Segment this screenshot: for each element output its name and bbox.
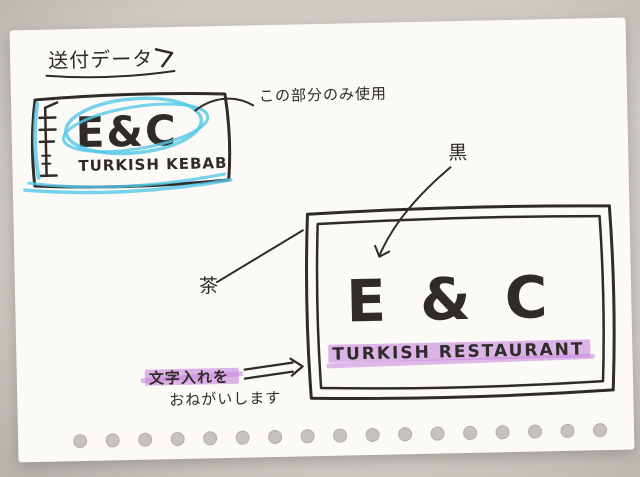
brown-connector-line xyxy=(215,229,304,284)
note-title: 送付データ xyxy=(48,46,153,72)
punch-holes-row xyxy=(73,423,608,449)
punch-hole xyxy=(333,428,348,443)
request-line1: 文字入れを xyxy=(149,368,229,388)
title-underline xyxy=(45,70,176,79)
request-line2: おねがいします xyxy=(169,389,281,409)
punch-hole xyxy=(268,429,283,444)
cyan-marker-circle xyxy=(61,96,210,156)
punch-hole xyxy=(593,423,608,438)
punch-hole xyxy=(105,433,120,448)
reference-logo-subtitle: TURKISH KEBAB xyxy=(78,154,227,175)
label-color-brown: 茶 xyxy=(199,275,218,297)
punch-hole xyxy=(203,431,218,446)
punch-hole xyxy=(398,427,413,442)
layout-box-outer-border xyxy=(305,204,616,401)
title-check-mark xyxy=(154,48,174,68)
punch-hole xyxy=(73,434,88,449)
punch-hole xyxy=(365,427,380,442)
double-arrow-right xyxy=(243,357,304,380)
punch-hole xyxy=(495,425,510,440)
punch-hole xyxy=(560,423,575,438)
punch-hole xyxy=(138,432,153,447)
annotation-use-only: この部分のみ使用 xyxy=(259,85,387,106)
layout-box-inner-border xyxy=(315,214,605,390)
kebab-skewer-icon xyxy=(38,101,59,178)
punch-hole xyxy=(430,426,445,441)
cyan-marker-underline xyxy=(23,172,233,195)
layout-box-sketch: E & C TURKISH RESTAURANT xyxy=(305,204,616,401)
punch-hole xyxy=(300,429,315,444)
label-color-black: 黒 xyxy=(448,142,467,164)
layout-logo-text: E & C xyxy=(346,263,556,335)
punch-hole xyxy=(170,432,185,447)
paper-sheet-group: 送付データ E&C TURKISH KEBAB xyxy=(9,17,635,463)
reference-card-sketch: E&C TURKISH KEBAB xyxy=(23,92,233,195)
purple-strike-request xyxy=(140,371,244,384)
punch-hole xyxy=(528,424,543,439)
punch-hole xyxy=(235,430,250,445)
cyan-marker-vertical xyxy=(32,101,41,180)
annotation-connector-line xyxy=(194,97,255,112)
purple-underline-subtitle xyxy=(326,353,595,369)
request-note: 文字入れを おねがいします xyxy=(140,357,304,409)
punch-hole xyxy=(463,425,478,440)
paper-sheet xyxy=(9,17,635,463)
